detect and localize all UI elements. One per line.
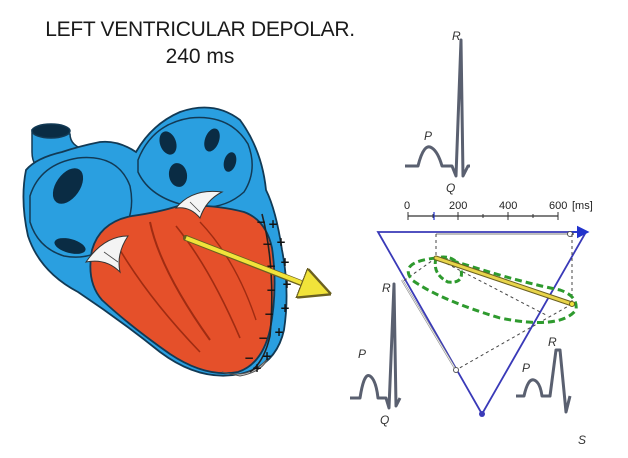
ventricles — [89, 204, 276, 375]
projection-dashed-5 — [435, 257, 549, 317]
time-axis: 0 200 400 600 [ms] — [404, 200, 593, 220]
charge-minus: − — [266, 259, 276, 273]
vector-loop-small — [433, 255, 463, 284]
ecg-right-p-label: P — [522, 361, 530, 375]
charge-plus: + — [276, 235, 286, 249]
charge-plus: + — [268, 217, 278, 231]
time-axis-unit: [ms] — [572, 200, 593, 212]
ecg-top-r-label: R — [452, 29, 461, 43]
charge-plus: + — [282, 277, 292, 291]
charge-plus: + — [280, 301, 290, 315]
ecg-top-p-label: P — [424, 129, 432, 143]
inner-wall-1 — [119, 249, 201, 353]
ecg-left-p-label: P — [358, 347, 366, 361]
aorta-opening — [31, 123, 71, 139]
ecg-waveform-top — [405, 38, 470, 178]
ecg-left-r-label: R — [382, 281, 391, 295]
apex-tissue — [221, 357, 269, 377]
triangle-outline — [376, 231, 588, 416]
projection-dashed-3 — [401, 257, 437, 283]
time-tick-label: 200 — [449, 200, 467, 212]
ecg-trace-top: R P Q — [405, 29, 470, 195]
chordae-1 — [103, 251, 119, 263]
charge-plus: + — [274, 325, 284, 339]
pulmonary-vein-1 — [159, 131, 177, 155]
charge-minus: − — [258, 331, 268, 345]
current-vector — [434, 256, 574, 306]
heart-illustration: + + + + + + + + − − − − − − − — [22, 106, 324, 377]
time-tick-label: 400 — [499, 200, 517, 212]
current-vector-tip — [569, 301, 575, 307]
ecg-trace-right: R P S — [516, 335, 586, 447]
vector-loop — [406, 256, 578, 324]
septum-line — [149, 221, 211, 341]
charge-minus: − — [256, 215, 266, 229]
charge-plus: + — [252, 361, 262, 375]
pulmonary-vein-2 — [204, 128, 220, 152]
minus-charges: − − − − − − − — [244, 215, 276, 365]
chordae-2 — [189, 201, 201, 213]
charge-minus: − — [264, 307, 274, 321]
slide-title: LEFT VENTRICULAR DEPOLAR. — [45, 18, 355, 41]
projection-dashed-4 — [455, 303, 573, 371]
ecg-right-s-label: S — [578, 433, 586, 447]
vein-opening-2 — [54, 238, 86, 254]
inner-wall-2 — [175, 225, 241, 339]
charge-minus: − — [262, 237, 272, 251]
ecg-trace-left: R P Q — [350, 281, 402, 427]
ecg-right-r-label: R — [548, 335, 557, 349]
vein-opening-1 — [52, 168, 84, 204]
pulmonary-vein-3 — [168, 163, 188, 187]
ecg-waveform-right — [516, 348, 572, 414]
time-tick-label: 0 — [404, 200, 410, 212]
slide-subtitle: 240 ms — [165, 45, 235, 68]
lead-ii-projection-fill — [401, 279, 457, 371]
charge-plus: + — [262, 349, 272, 363]
time-tick-label: 600 — [549, 200, 567, 212]
depolarization-front — [249, 213, 273, 373]
electrical-vector-arrow-fill — [185, 236, 320, 290]
ecg-top-q-label: Q — [446, 181, 455, 195]
charge-plus: + — [280, 255, 290, 269]
lead-ii-endpoint — [453, 367, 459, 373]
charge-minus: − — [244, 351, 254, 365]
pulmonary-vein-4 — [223, 152, 237, 172]
triangle-vertex-marker — [479, 411, 485, 417]
ecg-left-q-label: Q — [380, 413, 389, 427]
ecg-waveform-left — [350, 282, 402, 410]
inner-wall-3 — [199, 221, 257, 321]
einthoven-triangle — [376, 225, 590, 417]
charge-minus: − — [266, 283, 276, 297]
plus-charges: + + + + + + + + — [252, 217, 292, 375]
mitral-valve — [174, 190, 224, 220]
